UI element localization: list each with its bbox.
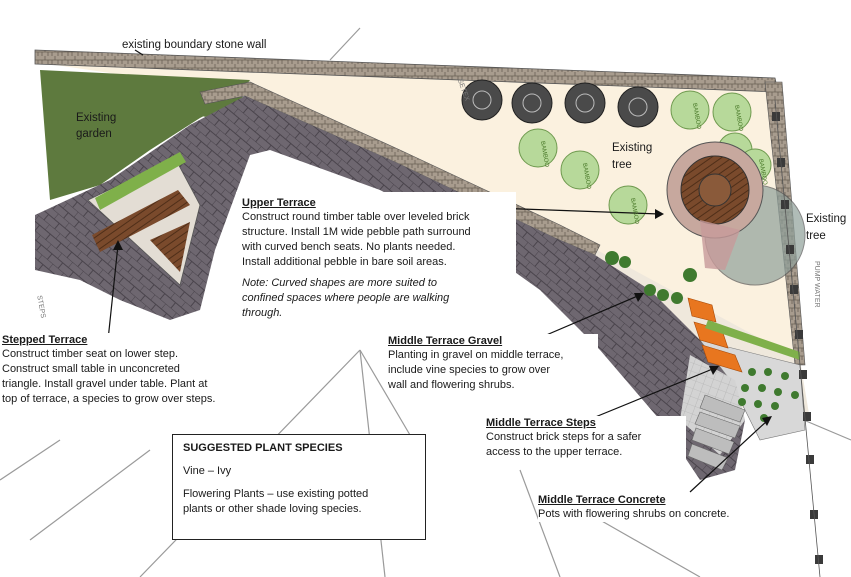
stepped-terrace-line-2: Construct small table in unconcreted (2, 363, 180, 375)
middle-terrace-gravel-annotation: Middle Terrace Gravel Planting in gravel… (388, 334, 598, 393)
stepped-terrace-line-3: triangle. Install gravel under table. Pl… (2, 378, 208, 390)
middle-gravel-title: Middle Terrace Gravel (388, 335, 503, 347)
stepped-terrace-annotation: Stepped Terrace Construct timber seat on… (2, 333, 247, 407)
upper-terrace-note-3: through. (242, 307, 283, 319)
species-vine: Vine – Ivy (183, 465, 232, 477)
species-flowering-2: plants or other shade loving species. (183, 503, 362, 515)
middle-steps-title: Middle Terrace Steps (486, 417, 596, 429)
upper-terrace-line-3: with curved bench seats. No plants neede… (242, 241, 456, 253)
upper-terrace-note-2: confined spaces where people are walking (242, 292, 450, 304)
boundary-wall-label: existing boundary stone wall (122, 39, 267, 51)
middle-terrace-shrubs (605, 251, 697, 304)
species-heading: SUGGESTED PLANT SPECIES (183, 442, 343, 454)
existing-tree-circles (461, 79, 659, 128)
middle-concrete-title: Middle Terrace Concrete (538, 494, 666, 506)
leader-arrowheads (113, 209, 772, 426)
concrete-plant-pots (738, 368, 799, 422)
species-flowering-1: Flowering Plants – use existing potted (183, 488, 369, 500)
middle-terrace-steps-annotation: Middle Terrace Steps Construct brick ste… (486, 416, 686, 460)
middle-concrete-line-1: Pots with flowering shrubs on concrete. (538, 508, 730, 520)
middle-terrace-steps-grey (687, 394, 746, 471)
upper-terrace-line-4: Install additional pebble in bare soil a… (242, 256, 447, 268)
stepped-terrace-title: Stepped Terrace (2, 334, 88, 346)
middle-gravel-line-2: include vine species to grow over (388, 364, 551, 376)
middle-terrace-steps-orange (687, 297, 743, 373)
upper-terrace-note-1: Note: Curved shapes are more suited to (242, 277, 438, 289)
stepped-terrace-line-4: top of terrace, a species to grow over s… (2, 393, 216, 405)
upper-terrace-annotation: Upper Terrace Construct round timber tab… (236, 192, 516, 326)
middle-gravel-line-3: wall and flowering shrubs. (388, 379, 515, 391)
existing-tree-label-2: Existing tree (806, 213, 847, 242)
stepped-terrace-line-1: Construct timber seat on lower step. (2, 348, 179, 360)
upper-terrace-round-table (666, 141, 764, 270)
upper-terrace-title: Upper Terrace (242, 197, 316, 209)
existing-tree-label-1: Existing tree (612, 142, 653, 171)
brick-terrace (35, 96, 745, 480)
middle-steps-line-2: access to the upper terrace. (486, 446, 623, 458)
middle-gravel-line-1: Planting in gravel on middle terrace, (388, 349, 564, 361)
middle-terrace-concrete-annotation: Middle Terrace Concrete Pots with flower… (538, 493, 768, 522)
existing-garden-label: Existing garden (76, 112, 117, 140)
upper-terrace-line-1: Construct round timber table over levele… (242, 211, 470, 223)
middle-steps-line-1: Construct brick steps for a safer (486, 431, 642, 443)
suggested-plant-species-box: SUGGESTED PLANT SPECIES Vine – Ivy Flowe… (172, 434, 426, 540)
upper-terrace-line-2: structure. Install 1M wide pebble path s… (242, 226, 471, 238)
